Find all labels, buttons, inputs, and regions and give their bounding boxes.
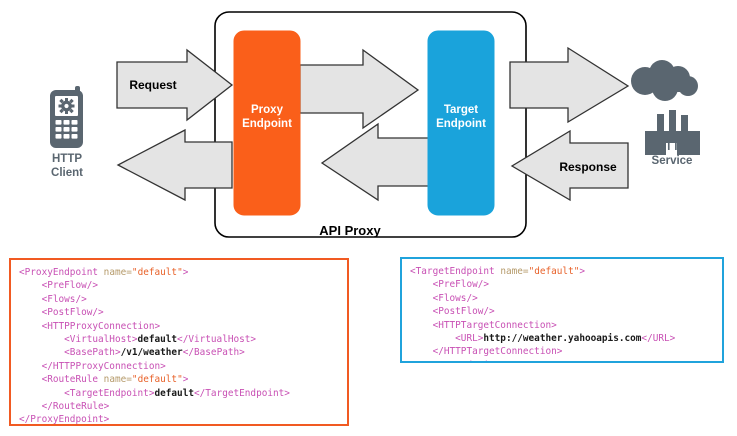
target-endpoint-box[interactable] [427,30,495,216]
proxy-code-token: "default" [131,374,183,386]
target-code-token: </URL> [641,332,676,344]
target-code-line: <HTTPTargetConnection> [410,319,722,332]
http-client-caption-line2: Client [51,167,83,179]
proxy-code-token: <Flows/> [19,293,87,305]
api-proxy-caption: API Proxy [319,223,381,238]
proxy-code-line: <Flows/> [19,293,347,306]
proxy-code-token: <VirtualHost> [19,333,138,345]
proxy-code-token: <HTTPProxyConnection> [19,320,161,332]
target-code-line: </TargetEndpoint> [410,359,722,361]
target-code-line: <TargetEndpoint name="default"> [410,265,722,278]
proxy-code-line: <BasePath>/v1/weather</BasePath> [19,346,347,359]
arrow-response-in [510,129,629,202]
target-code-token: http://weather.yahooapis.com [483,332,642,344]
target-endpoint-label-line2: Endpoint [436,117,486,130]
proxy-code-token: </RouteRule> [19,400,110,412]
factory-cloud-icon [631,60,700,155]
proxy-code-token: = [126,267,132,278]
proxy-code-line: <ProxyEndpoint name="default"> [19,266,347,279]
proxy-code-token: default [154,387,194,399]
response-arrow-label: Response [559,160,617,174]
proxy-code-line: </ProxyEndpoint> [19,413,347,426]
proxy-code-line: <PostFlow/> [19,306,347,319]
target-code-token: <PreFlow/> [410,279,490,291]
proxy-code-line: <PreFlow/> [19,279,347,292]
proxy-code-line: <VirtualHost>default</VirtualHost> [19,333,347,346]
target-code-line: <PreFlow/> [410,278,722,291]
target-code-token: name [494,266,523,277]
proxy-code-token: = [126,374,132,386]
proxy-code-line: </HTTPProxyConnection> [19,360,347,373]
proxy-code-token: default [137,333,178,345]
proxy-code-token: </HTTPProxyConnection> [19,360,166,372]
proxy-code-token: <PostFlow/> [19,307,104,319]
arrow-proxy-to-target [299,48,420,130]
request-arrow-label: Request [129,78,177,92]
proxy-code-token: <RouteRule [19,374,99,386]
proxy-code-token: <TargetEndpoint> [19,387,155,399]
target-code-token: "default" [528,266,580,277]
target-code-line: <PostFlow/> [410,305,722,318]
proxy-endpoint-label-line1: Proxy [251,104,283,116]
target-code-token: <URL> [410,332,484,344]
target-code-token: <HTTPTargetConnection> [410,319,557,331]
proxy-code-token: name [98,267,127,278]
proxy-endpoint-label: Proxy Endpoint [234,104,300,131]
proxy-code-token: </BasePath> [182,347,245,359]
target-code-token: = [522,266,529,277]
proxy-endpoint-code-panel: <ProxyEndpoint name="default"> <PreFlow/… [9,258,349,426]
proxy-code-token: name [98,374,127,386]
proxy-code-token: </TargetEndpoint> [193,387,290,399]
http-client-caption-line1: HTTP [51,153,83,165]
arrow-request-in [116,48,234,122]
target-endpoint-code-panel: <TargetEndpoint name="default"> <PreFlow… [400,257,724,363]
target-code-token: > [579,266,586,277]
proxy-code-line: <HTTPProxyConnection> [19,320,347,333]
target-endpoint-label-line1: Target [443,104,479,116]
http-service-caption: HTTP Service [627,140,717,168]
target-code-token: <TargetEndpoint [410,266,495,277]
proxy-code-token: /v1/weather [120,347,183,359]
proxy-code-line: <RouteRule name="default"> [19,373,347,386]
mobile-phone-gear-icon [50,86,83,148]
target-code-token: </TargetEndpoint> [410,360,506,361]
proxy-code-token: <PreFlow/> [19,280,99,292]
http-service-caption-line1: HTTP [656,141,688,153]
proxy-code-token: > [182,374,189,386]
target-code-line: <Flows/> [410,292,722,305]
proxy-endpoint-label-line2: Endpoint [242,117,292,130]
proxy-code-token: <ProxyEndpoint [19,267,99,278]
proxy-code-token: "default" [131,267,183,278]
proxy-code-token: <BasePath> [19,347,121,359]
target-code-token: <Flows/> [410,292,478,304]
http-service-caption-line2: Service [651,155,693,167]
http-client-caption: HTTP Client [22,152,112,180]
proxy-code-token: </ProxyEndpoint> [19,414,110,426]
target-code-line: <URL>http://weather.yahooapis.com</URL> [410,332,722,345]
arrow-response-out [116,128,233,202]
target-code-line: </HTTPTargetConnection> [410,345,722,358]
proxy-code-line: <TargetEndpoint>default</TargetEndpoint> [19,387,347,400]
target-code-token: <PostFlow/> [410,306,495,318]
arrow-target-to-service [509,46,630,124]
proxy-code-line: </RouteRule> [19,400,347,413]
proxy-code-token: </VirtualHost> [177,333,257,345]
proxy-endpoint-box[interactable] [233,30,301,216]
target-code-token: </HTTPTargetConnection> [410,346,563,358]
proxy-code-token: > [182,267,189,278]
target-endpoint-label: Target Endpoint [428,104,494,131]
